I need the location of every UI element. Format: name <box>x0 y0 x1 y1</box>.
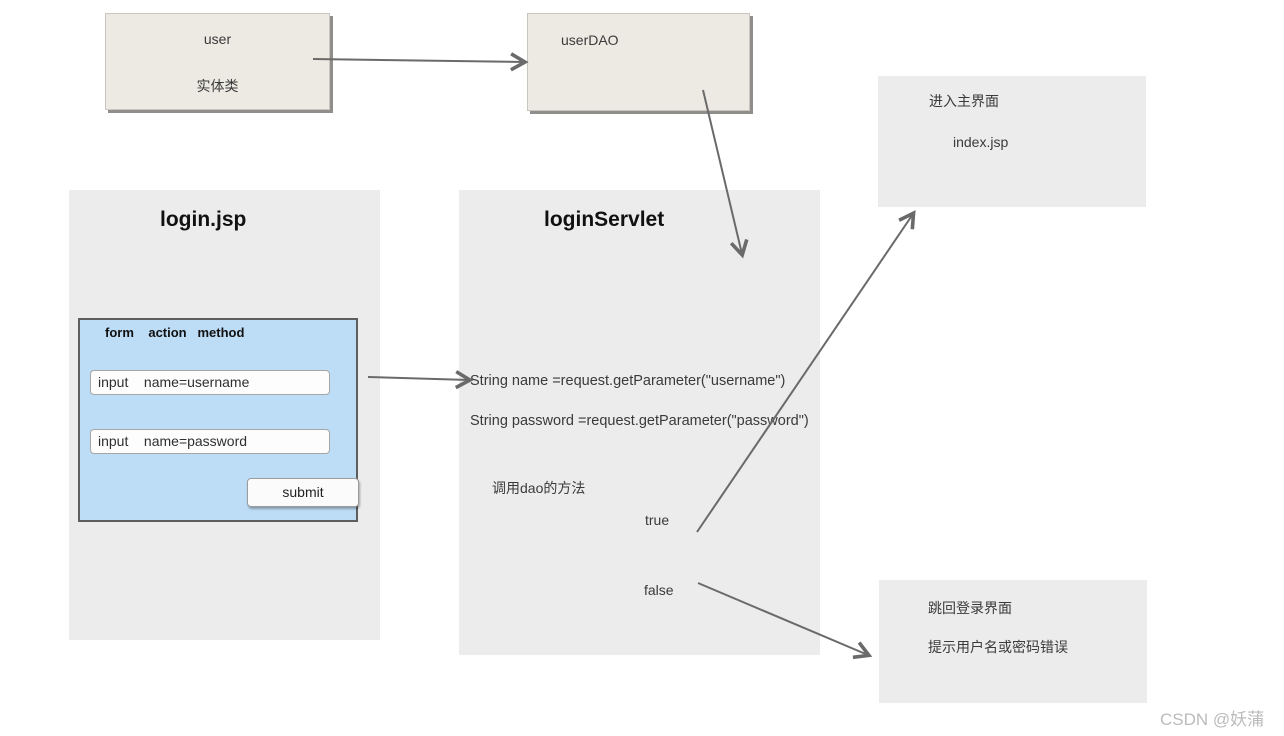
servlet-code-line2: String password =request.getParameter("p… <box>470 413 809 429</box>
login-servlet-panel: loginServlet String name =request.getPar… <box>459 190 820 655</box>
failure-page-message: 提示用户名或密码错误 <box>928 639 1068 655</box>
success-page-panel: 进入主界面 index.jsp <box>878 76 1146 207</box>
result-false-label: false <box>644 582 674 598</box>
userdao-box: userDAO <box>527 13 750 111</box>
arrow-user-to-userdao <box>312 52 529 72</box>
success-page-caption: 进入主界面 <box>929 93 999 109</box>
failure-page-panel: 跳回登录界面 提示用户名或密码错误 <box>879 580 1147 703</box>
login-jsp-title: login.jsp <box>160 208 247 231</box>
csdn-watermark: CSDN @妖蒲 <box>1160 710 1265 729</box>
submit-button[interactable]: submit <box>247 478 359 507</box>
user-entity-name: user <box>203 31 232 47</box>
userdao-label: userDAO <box>561 32 619 48</box>
password-input[interactable]: input name=password <box>90 429 330 454</box>
login-form-box: form action method input name=username i… <box>78 318 359 522</box>
user-entity-box: user 实体类 <box>105 13 330 110</box>
login-servlet-title: loginServlet <box>544 208 665 231</box>
form-attributes-label: form action method <box>105 325 245 340</box>
arrow-form-to-servlet <box>367 370 474 390</box>
servlet-dao-call-label: 调用dao的方法 <box>492 480 586 496</box>
user-entity-stereotype: 实体类 <box>196 78 239 94</box>
servlet-code-line1: String name =request.getParameter("usern… <box>470 373 786 389</box>
failure-page-caption: 跳回登录界面 <box>928 600 1012 616</box>
success-page-name: index.jsp <box>953 134 1009 150</box>
username-input[interactable]: input name=username <box>90 370 330 395</box>
result-true-label: true <box>645 512 670 528</box>
